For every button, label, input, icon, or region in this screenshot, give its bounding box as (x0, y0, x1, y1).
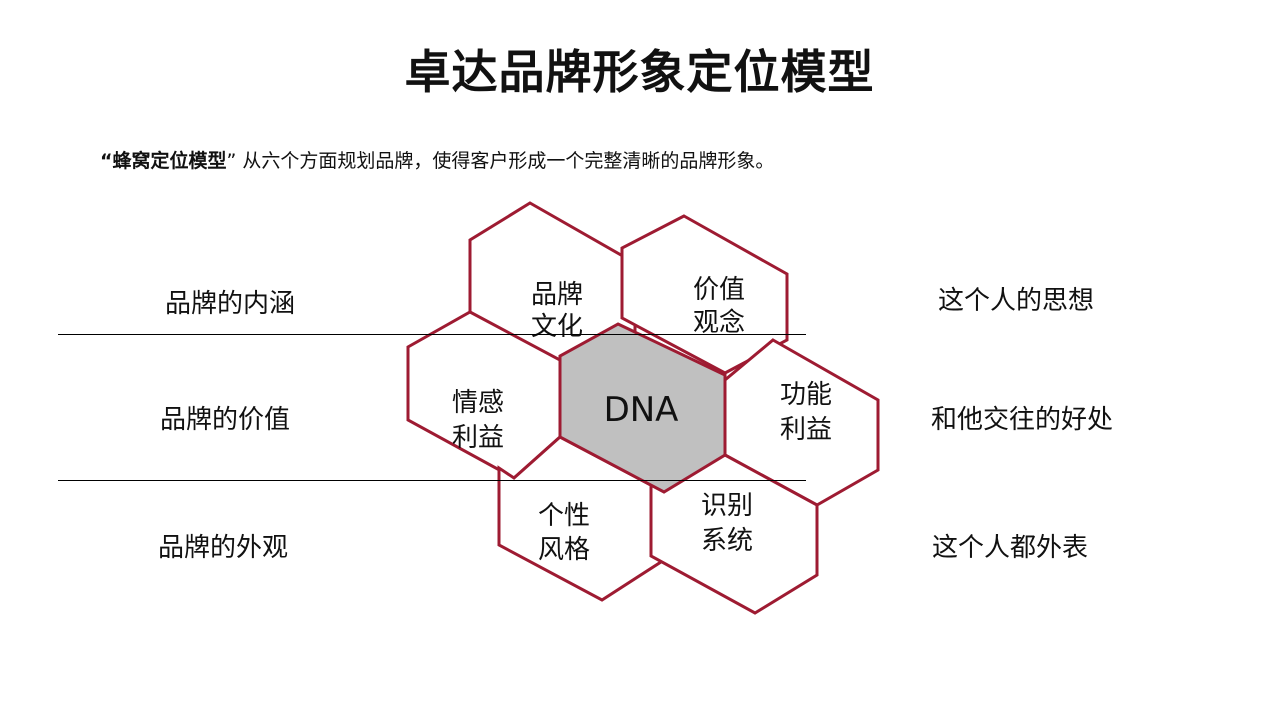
subtitle-model-name: 蜂窝定位模型 (112, 150, 227, 172)
hex-value-concept-line1: 价值 (693, 275, 745, 305)
hex-personality-style-line2: 风格 (538, 535, 590, 565)
subtitle: “蜂窝定位模型” 从六个方面规划品牌，使得客户形成一个完整清晰的品牌形象。 (100, 146, 774, 173)
divider-top (58, 334, 806, 335)
hex-emotional-benefit-line1: 情感 (452, 388, 504, 418)
hex-identity-system-line1: 识别 (701, 491, 753, 521)
hex-functional-benefit-line2: 利益 (780, 415, 832, 445)
hex-brand-culture-line1: 品牌 (531, 280, 583, 310)
hex-emotional-benefit-line2: 利益 (452, 423, 504, 453)
hex-center-dna-label: DNA (604, 390, 679, 430)
hex-identity-system-line2: 系统 (701, 526, 753, 556)
left-label-appearance: 品牌的外观 (158, 533, 289, 563)
hex-value-concept-line2: 观念 (693, 308, 745, 338)
hex-value-concept (620, 214, 789, 375)
divider-bottom (58, 480, 806, 481)
right-label-benefit: 和他交往的好处 (931, 405, 1114, 435)
subtitle-quote-close: ” (226, 150, 237, 172)
left-label-connotation: 品牌的内涵 (165, 289, 296, 319)
subtitle-text: 从六个方面规划品牌，使得客户形成一个完整清晰的品牌形象。 (236, 150, 775, 172)
page-title: 卓达品牌形象定位模型 (404, 45, 875, 99)
right-label-thought: 这个人的思想 (938, 286, 1095, 316)
hex-center-dna (558, 322, 727, 494)
left-label-value: 品牌的价值 (160, 405, 291, 435)
hex-functional-benefit-line1: 功能 (780, 380, 832, 410)
hex-personality-style-line1: 个性 (538, 501, 590, 531)
right-label-appearance: 这个人都外表 (932, 533, 1089, 563)
subtitle-quote-open: “ (100, 150, 113, 172)
hex-brand-culture-line2: 文化 (531, 312, 583, 342)
